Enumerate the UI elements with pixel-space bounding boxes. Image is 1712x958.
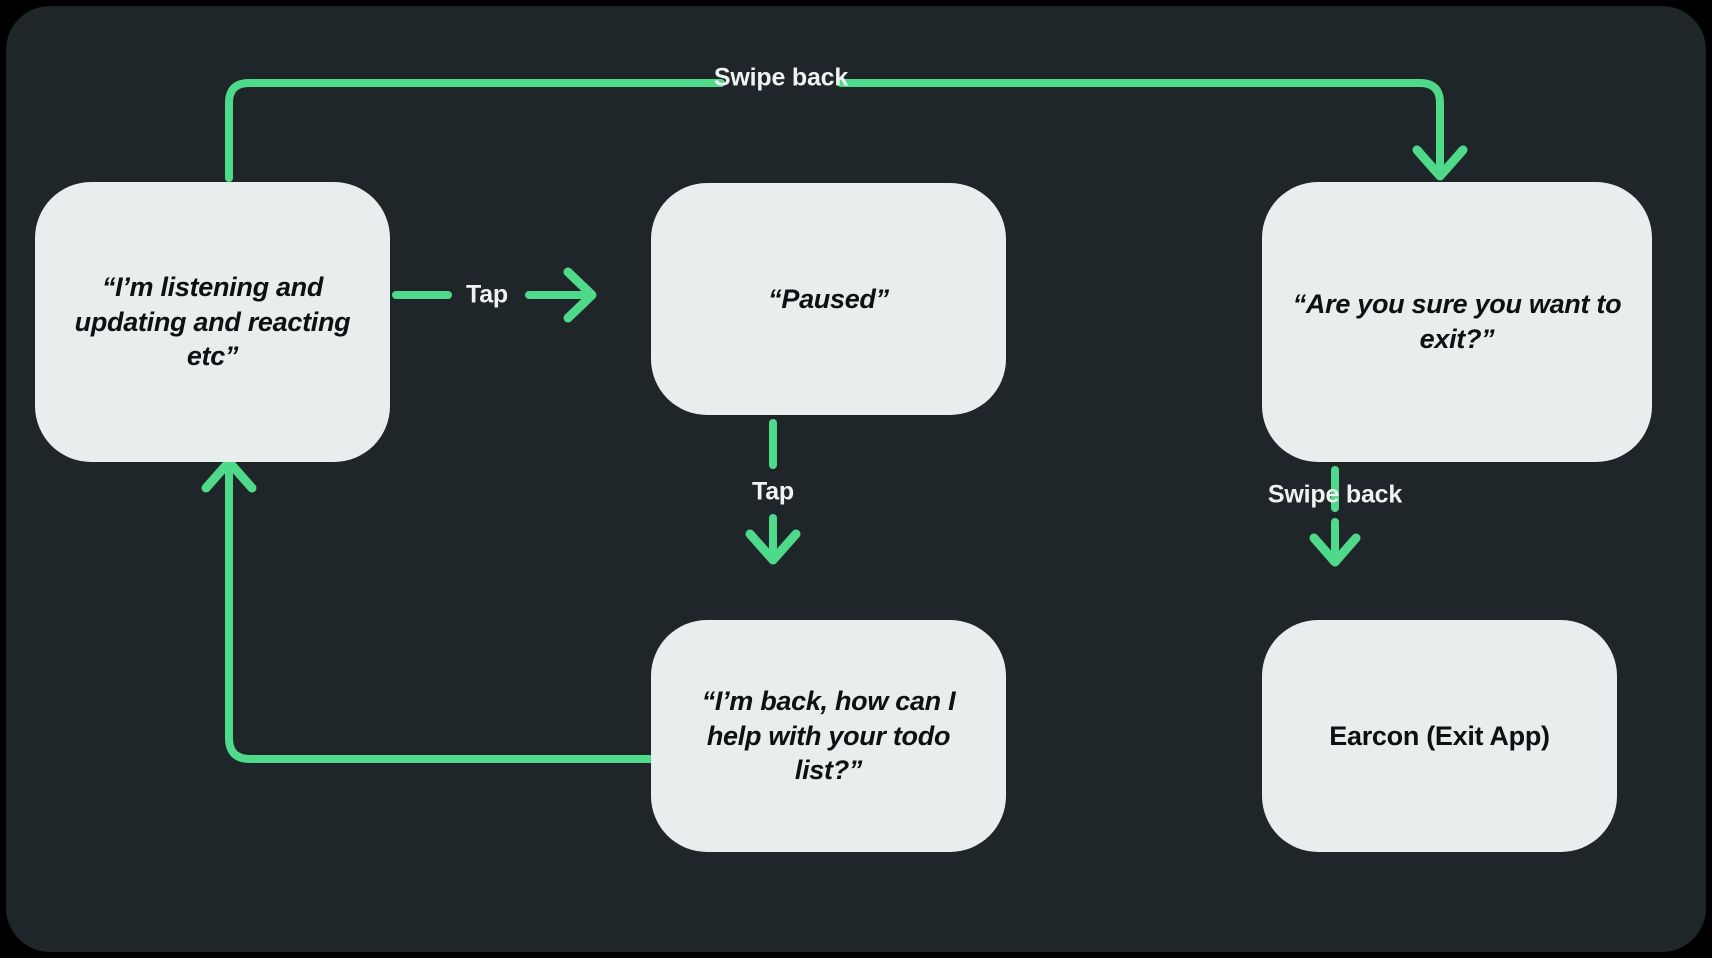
node-paused-label: “Paused” [768,283,889,314]
edge-label-tap-horizontal: Tap [466,280,508,309]
node-listening[interactable]: “I’m listening and updating and reacting… [35,182,390,462]
node-earcon[interactable]: Earcon (Exit App) [1262,620,1617,852]
node-listening-label: “I’m listening and updating and reacting… [74,272,351,372]
edge-label-tap-vertical: Tap [752,477,794,506]
node-im-back-label: “I’m back, how can I help with your todo… [701,686,956,786]
edge-label-swipe-back-top: Swipe back [713,63,849,92]
node-paused[interactable]: “Paused” [651,183,1006,415]
node-confirm-exit[interactable]: “Are you sure you want to exit?” [1262,182,1652,462]
node-earcon-label: Earcon (Exit App) [1329,720,1550,751]
node-confirm-exit-label: “Are you sure you want to exit?” [1292,289,1622,354]
node-im-back[interactable]: “I’m back, how can I help with your todo… [651,620,1006,852]
edge-label-swipe-back-bottom: Swipe back [1267,480,1403,509]
